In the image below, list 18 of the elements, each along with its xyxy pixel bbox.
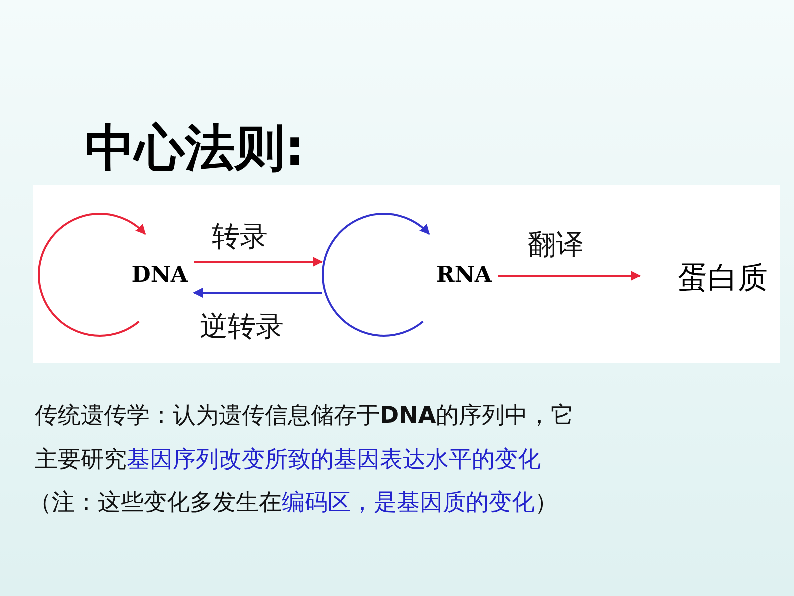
note-text: （注：这些变化多发生在 bbox=[29, 489, 282, 518]
node-label: DNA bbox=[132, 262, 188, 288]
arrow bbox=[194, 257, 323, 267]
arrow bbox=[193, 288, 322, 298]
note-text: ） bbox=[535, 489, 558, 518]
arrow bbox=[498, 271, 641, 281]
loop-arrow bbox=[38, 213, 146, 337]
edge-label: 转录 bbox=[212, 219, 268, 255]
title: 中心法则: bbox=[85, 118, 305, 179]
note-text: 基因序列改变所致的基因表达水平的变化 bbox=[127, 446, 541, 475]
edge-label: 逆转录 bbox=[200, 309, 284, 345]
node-label: 蛋白质 bbox=[678, 260, 768, 298]
note-text: 传统遗传学：认为遗传信息储存于DNA的序列中，它 bbox=[35, 402, 574, 431]
note-text: 主要研究 bbox=[35, 446, 127, 475]
edge-label: 翻译 bbox=[528, 227, 584, 263]
loop-arrow bbox=[322, 213, 430, 337]
note-text: 编码区，是基因质的变化 bbox=[282, 489, 535, 518]
node-label: RNA bbox=[436, 262, 492, 288]
